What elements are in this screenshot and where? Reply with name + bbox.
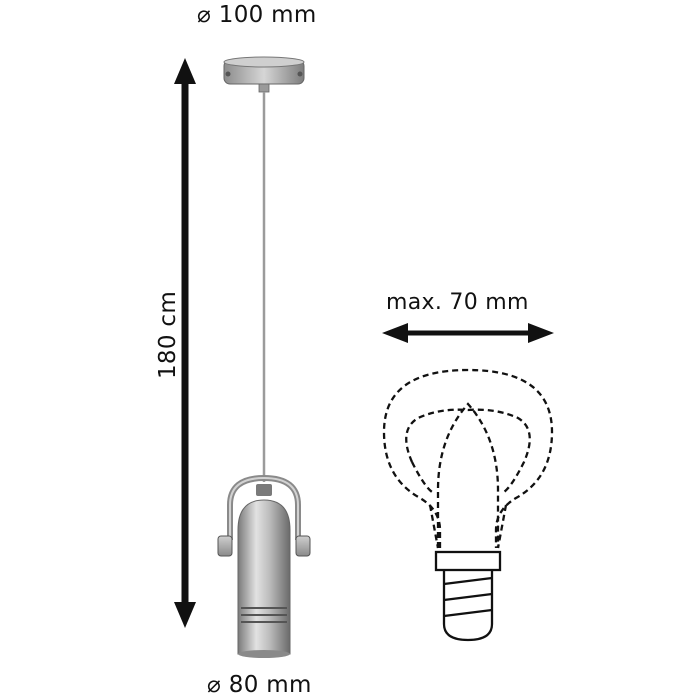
width-arrow	[382, 323, 554, 343]
ceiling-canopy	[223, 56, 305, 93]
spot-head	[217, 474, 311, 658]
max-bulb-width-label: max. 70 mm	[386, 290, 529, 315]
height-arrow	[174, 58, 196, 628]
canopy-diameter-label: ⌀ 100 mm	[197, 2, 317, 28]
bulb-outline	[382, 368, 554, 549]
shade-diameter-label: ⌀ 80 mm	[207, 672, 312, 698]
bulb-base	[434, 550, 502, 642]
